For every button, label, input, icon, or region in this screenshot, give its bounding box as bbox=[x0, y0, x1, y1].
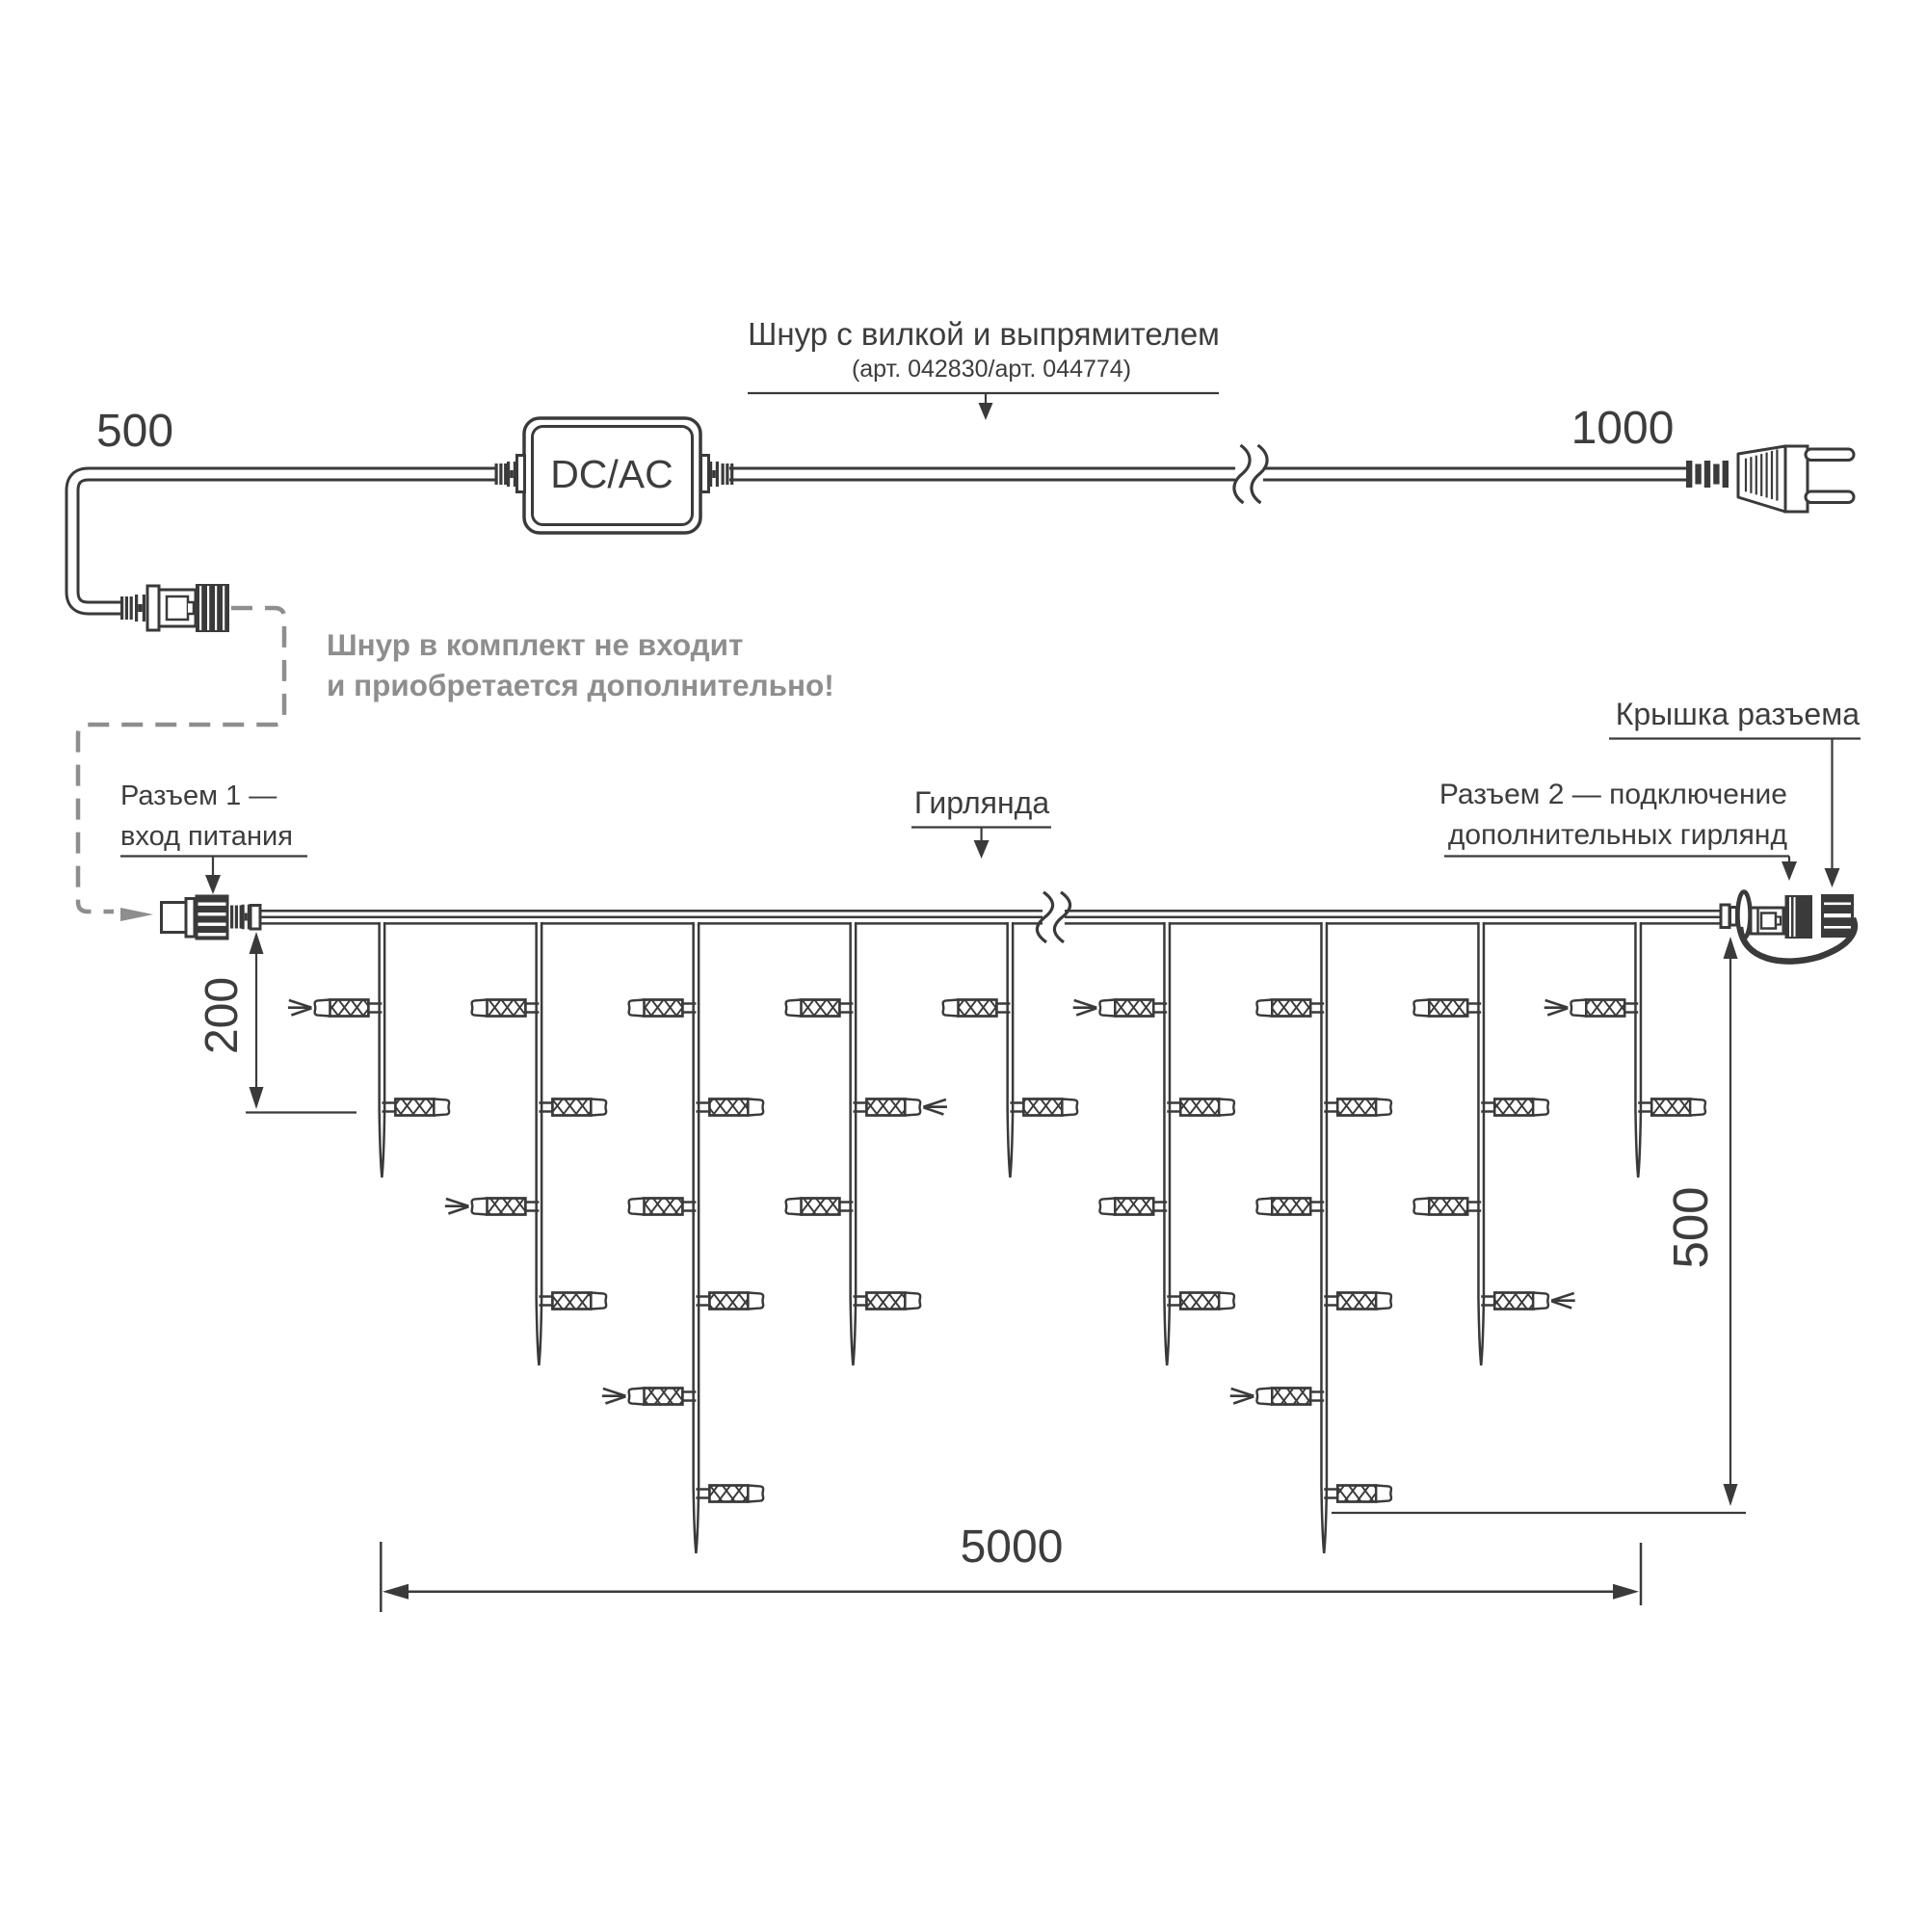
svg-text:500: 500 bbox=[1663, 1186, 1718, 1268]
svg-text:Крышка разъема: Крышка разъема bbox=[1616, 697, 1861, 731]
svg-text:Шнур с вилкой и выпрямителем: Шнур с вилкой и выпрямителем bbox=[748, 316, 1220, 352]
svg-text:Разъем 2 — подключение: Разъем 2 — подключение bbox=[1439, 779, 1787, 810]
svg-text:Шнур в комплект не входит: Шнур в комплект не входит bbox=[327, 627, 743, 662]
svg-text:5000: 5000 bbox=[961, 1522, 1064, 1573]
svg-text:200: 200 bbox=[197, 977, 248, 1054]
svg-text:500: 500 bbox=[96, 406, 173, 457]
svg-text:и приобретается дополнительно!: и приобретается дополнительно! bbox=[327, 668, 834, 702]
svg-text:вход питания: вход питания bbox=[120, 821, 293, 852]
svg-text:DC/AC: DC/AC bbox=[550, 452, 673, 496]
svg-text:Разъем 1 —: Разъем 1 — bbox=[120, 781, 277, 811]
svg-text:дополнительных гирлянд: дополнительных гирлянд bbox=[1448, 819, 1787, 851]
svg-text:Гирлянда: Гирлянда bbox=[914, 785, 1049, 820]
svg-text:1000: 1000 bbox=[1571, 403, 1675, 454]
svg-text:(арт. 042830/арт. 044774): (арт. 042830/арт. 044774) bbox=[852, 356, 1131, 383]
